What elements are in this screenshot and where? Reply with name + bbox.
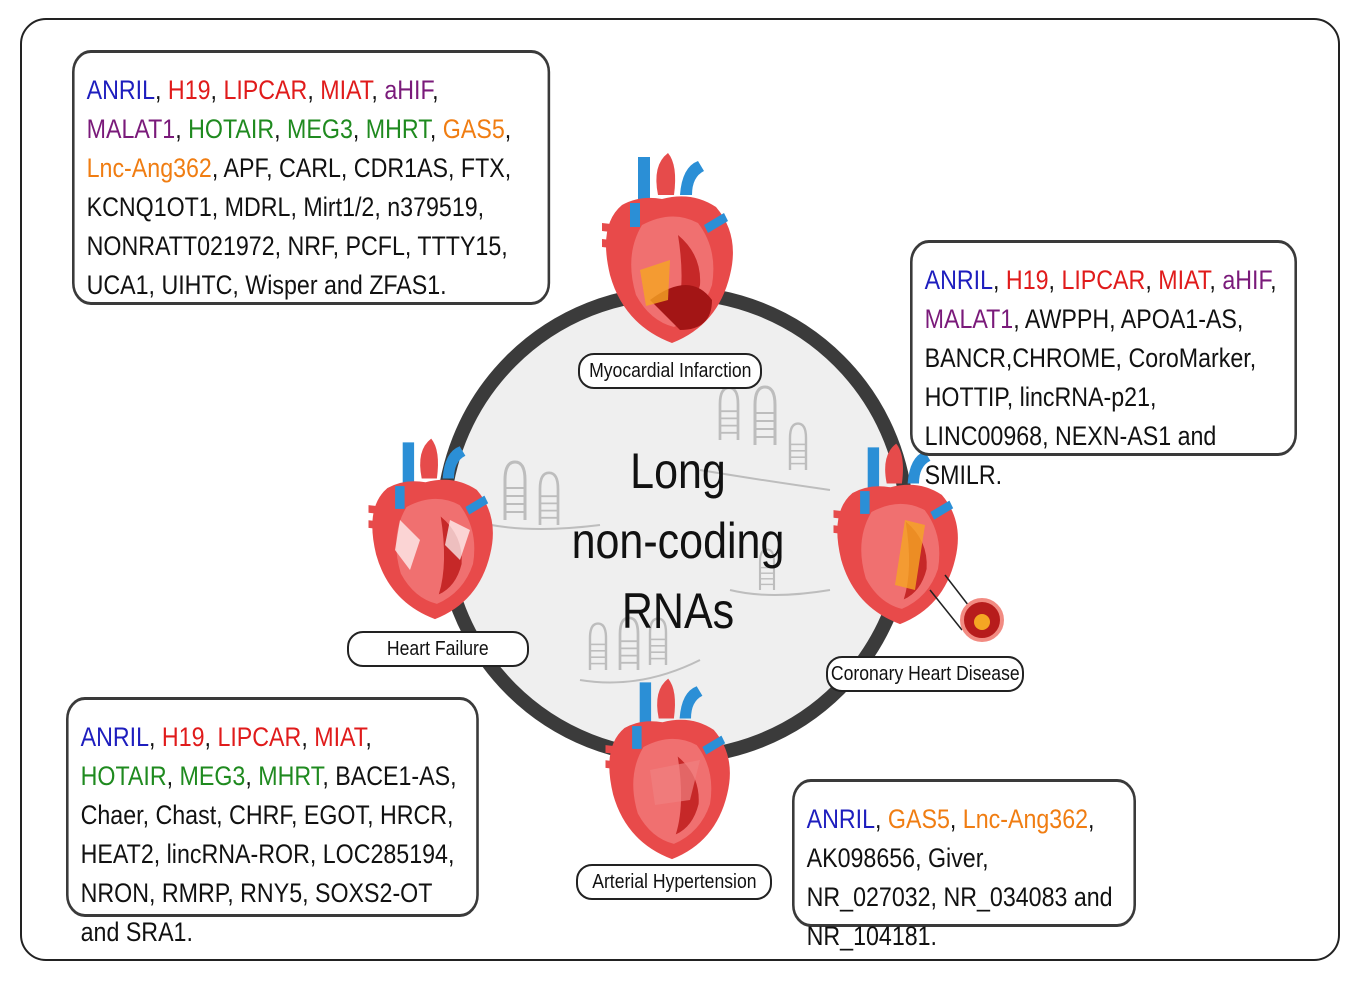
- center-title-line: RNAs: [621, 583, 735, 639]
- lncrna-text-segment: ,: [274, 114, 288, 144]
- label-text: Arterial Hypertension: [591, 870, 757, 893]
- label-heart-failure: Heart Failure: [347, 631, 529, 667]
- lncrna-text-segment: , AWPPH, APOA1-AS, BANCR,CHROME, CoroMar…: [924, 304, 1263, 490]
- lncrna-text-segment: ,: [352, 114, 366, 144]
- heart-coronary-heart-disease: [833, 443, 1004, 642]
- lncrna-text-segment: ,: [875, 804, 888, 834]
- lncrna-text-segment: ,: [307, 75, 321, 105]
- lncrna-text-segment: , APF, CARL, CDR1AS, FTX, KCNQ1OT1, MDRL…: [86, 153, 521, 300]
- lncrna-text-segment: ,: [210, 75, 224, 105]
- lncrna-text-segment: MIAT: [314, 722, 366, 752]
- lncrna-text-segment: ,: [204, 722, 218, 752]
- lncrna-text-segment: ANRIL: [80, 722, 150, 752]
- label-myocardial-infarction: Myocardial Infarction: [578, 353, 762, 389]
- lncrna-text-segment: ,: [432, 75, 445, 105]
- lncrna-text-segment: Lnc-Ang362: [962, 804, 1089, 834]
- figure-frame: [20, 18, 1340, 961]
- lncrna-text-segment: ,: [155, 75, 168, 105]
- lncrna-text-segment: ,: [175, 114, 189, 144]
- lncrna-text-segment: HOTAIR: [80, 761, 167, 791]
- lncrna-box-arterial-hypertension: ANRIL, GAS5, Lnc-Ang362, AK098656, Giver…: [792, 779, 1136, 951]
- center-title: Long non-coding RNAs: [548, 436, 808, 646]
- label-text: Coronary Heart Disease: [830, 662, 1020, 685]
- lncrna-text-segment: H19: [1005, 265, 1049, 295]
- label-text: Myocardial Infarction: [588, 359, 752, 382]
- lncrna-text-segment: ANRIL: [86, 75, 156, 105]
- lncrna-text-segment: LIPCAR: [1061, 265, 1146, 295]
- heart-myocardial-infarction: [602, 153, 733, 343]
- center-title-line: Long: [630, 443, 726, 499]
- lncrna-text-segment: ,: [1048, 265, 1062, 295]
- lncrna-text-segment: MALAT1: [924, 304, 1014, 334]
- lncrna-text-segment: MHRT: [258, 761, 323, 791]
- lncrna-text-segment: ,: [504, 114, 518, 144]
- lncrna-text-segment: ,: [949, 804, 963, 834]
- lncrna-text-segment: , AK098656, Giver, NR_027032, NR_034083 …: [806, 804, 1120, 951]
- lncrna-text-segment: ,: [166, 761, 180, 791]
- lncrna-text-segment: ,: [149, 722, 162, 752]
- lncrna-box-myocardial-infarction: ANRIL, H19, LIPCAR, MIAT, aHIF, MALAT1 , …: [72, 50, 551, 305]
- lncrna-text-segment: ,: [371, 75, 385, 105]
- lncrna-text-segment: LIPCAR: [223, 75, 308, 105]
- lncrna-box-heart-failure: ANRIL, H19, LIPCAR, MIAT, HOTAIR, MEG3, …: [66, 697, 479, 947]
- lncrna-text-segment: ,: [993, 265, 1006, 295]
- lncrna-text-segment: LIPCAR: [217, 722, 302, 752]
- lncrna-text-segment: ,: [245, 761, 259, 791]
- lncrna-text-segment: ANRIL: [806, 804, 876, 834]
- lncrna-text-segment: GAS5: [887, 804, 950, 834]
- lncrna-text-segment: ,: [301, 722, 315, 752]
- lncrna-text-segment: MHRT: [365, 114, 430, 144]
- lncrna-text-segment: H19: [161, 722, 205, 752]
- lncrna-text-segment: ,: [1145, 265, 1159, 295]
- lncrna-text-segment: ,: [1270, 265, 1284, 295]
- label-coronary-heart-disease: Coronary Heart Disease: [826, 656, 1024, 692]
- lncrna-text-segment: HOTAIR: [188, 114, 275, 144]
- lncrna-box-coronary-heart-disease: ANRIL, H19, LIPCAR, MIAT, aHIF, MALAT1, …: [910, 240, 1297, 490]
- label-text: Heart Failure: [387, 637, 489, 660]
- lncrna-text-segment: ANRIL: [924, 265, 994, 295]
- heart-failure: [368, 438, 493, 620]
- lncrna-text-segment: MEG3: [179, 761, 246, 791]
- lncrna-text-segment: MIAT: [1158, 265, 1210, 295]
- lncrna-text-segment: H19: [167, 75, 211, 105]
- lncrna-text-segment: , BACE1-AS, Chaer, Chast, CHRF, EGOT, HR…: [80, 761, 464, 947]
- lncrna-text-segment: GAS5: [442, 114, 505, 144]
- label-arterial-hypertension: Arterial Hypertension: [576, 864, 772, 900]
- lncrna-text-segment: ,: [365, 722, 379, 752]
- lncrna-text-segment: MALAT1: [86, 114, 176, 144]
- heart-arterial-hypertension: [605, 678, 730, 860]
- lncrna-text-segment: aHIF: [384, 75, 433, 105]
- lncrna-text-segment: ,: [429, 114, 443, 144]
- lncrna-text-segment: Lnc-Ang362: [86, 153, 212, 183]
- lncrna-text-segment: MIAT: [320, 75, 372, 105]
- lncrna-text-segment: aHIF: [1222, 265, 1271, 295]
- lncrna-text-segment: MEG3: [287, 114, 353, 144]
- lncrna-text-segment: ,: [1209, 265, 1223, 295]
- center-title-line: non-coding: [571, 513, 785, 569]
